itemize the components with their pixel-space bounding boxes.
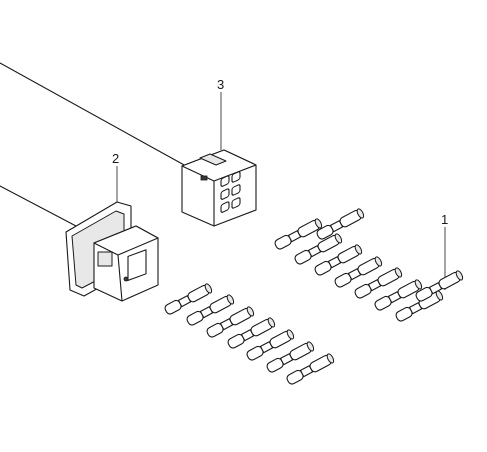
terminal [374, 279, 423, 311]
harness-wire-upper [0, 62, 187, 167]
terminal [314, 244, 363, 276]
callout-2: 2 [112, 151, 119, 166]
harness-wire-lower [0, 185, 77, 227]
terminal [274, 218, 323, 250]
terminal [316, 208, 365, 240]
terminal [186, 294, 235, 326]
terminal [164, 283, 213, 315]
terminal [354, 267, 403, 299]
terminal [294, 233, 343, 265]
terminal [227, 317, 276, 349]
terminal [246, 329, 295, 361]
terminal [206, 306, 255, 338]
terminal-set [164, 208, 464, 385]
receptacle-housing [65, 201, 159, 302]
callout-3: 3 [217, 77, 224, 92]
terminal [334, 256, 383, 288]
plug-housing [181, 149, 257, 227]
terminal [286, 353, 335, 385]
callout-1: 1 [441, 212, 448, 227]
terminal [395, 290, 444, 322]
terminal [415, 270, 464, 302]
terminal [266, 341, 315, 373]
